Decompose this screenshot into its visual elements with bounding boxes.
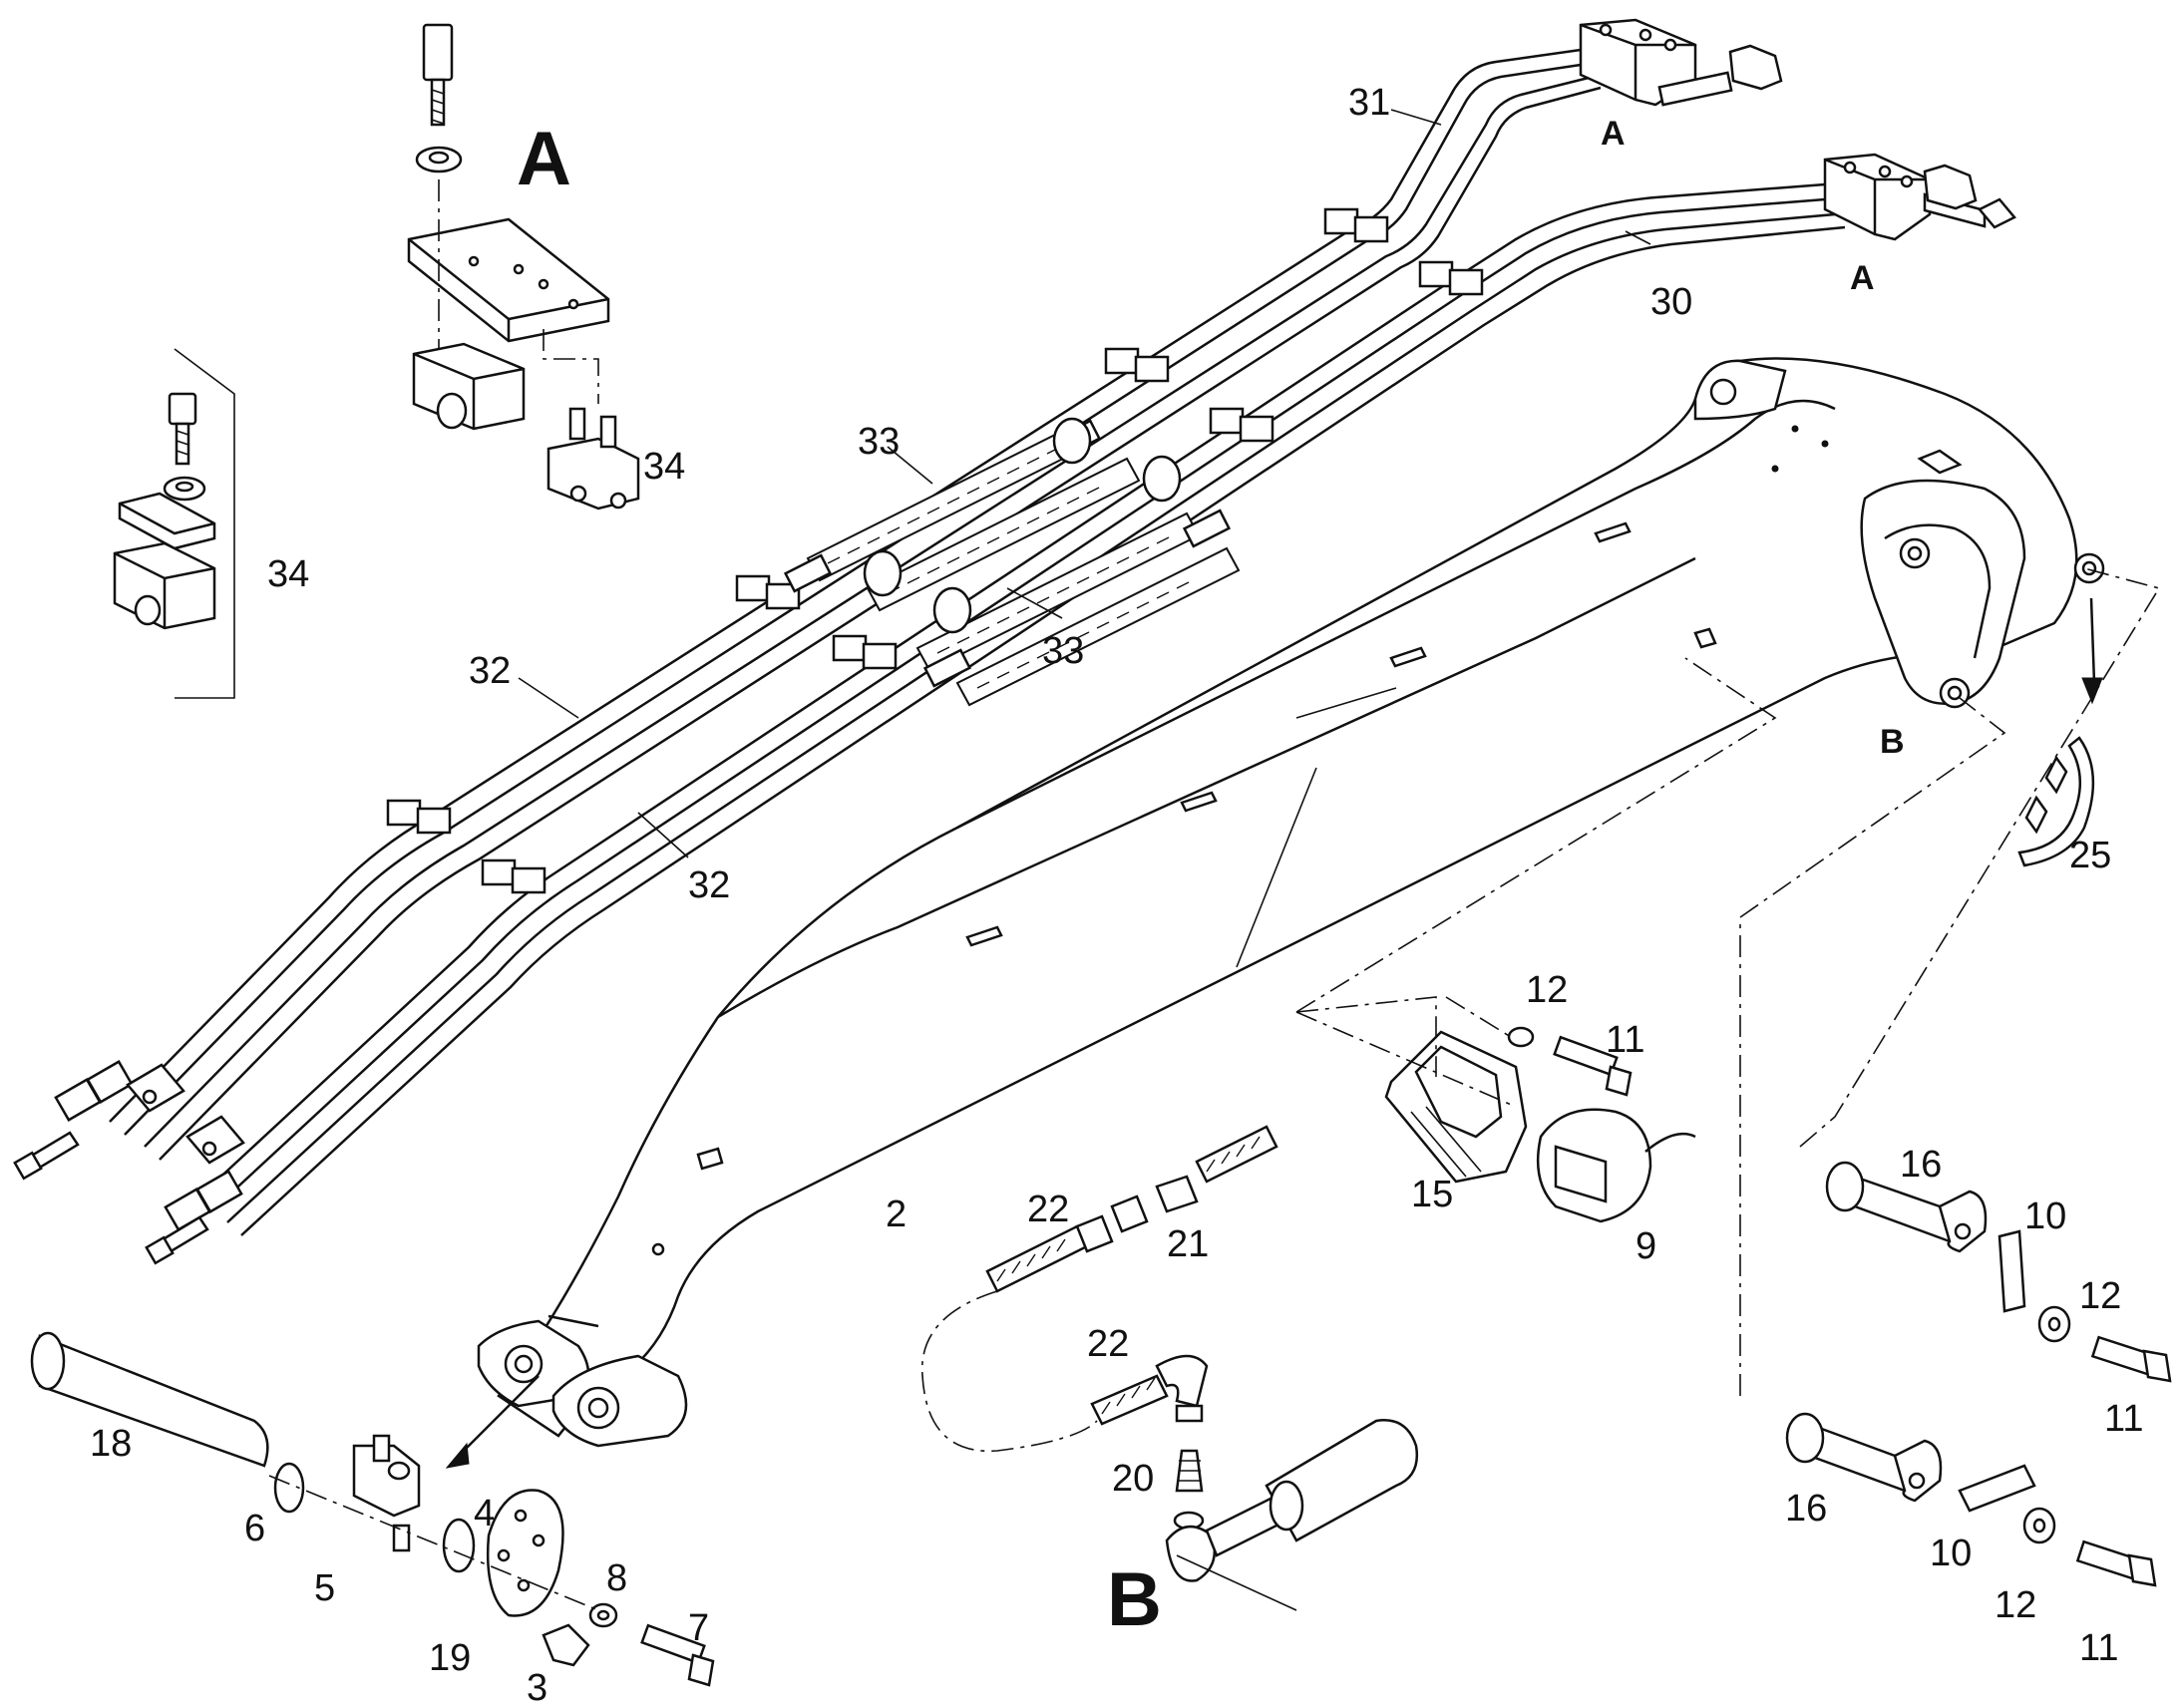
- boom-pin-upper: [1799, 567, 2172, 1383]
- callout-18: 18: [90, 1423, 132, 1465]
- callout-12-b: 12: [2079, 1275, 2121, 1317]
- detail-a-clamp-assembly: [407, 23, 640, 511]
- boom-head: [1693, 359, 2105, 709]
- detail-34-clamp-assembly: [113, 348, 235, 699]
- callout-31: 31: [1348, 82, 1390, 124]
- hose-upper: [783, 417, 1141, 612]
- sensor-bracket-assembly: [1295, 657, 1777, 1223]
- callout-11-b: 11: [2104, 1398, 2143, 1440]
- pipe-end-fittings: [13, 1060, 245, 1265]
- callout-30: 30: [1650, 281, 1692, 323]
- callout-16-b: 16: [1785, 1488, 1827, 1530]
- callout-25: 25: [2069, 835, 2111, 876]
- callout-labels: A A A B B 31 30 34 34 33 33 32 32 25 12 …: [90, 82, 2143, 1708]
- callout-11-a: 11: [1606, 1019, 1644, 1061]
- callout-10-b: 10: [1930, 1533, 1972, 1574]
- callout-9: 9: [1635, 1225, 1656, 1267]
- callout-16-a: 16: [1900, 1144, 1942, 1186]
- callout-34-left: 34: [267, 553, 309, 595]
- boom-pin-lower: [1739, 697, 2157, 1587]
- callout-8: 8: [606, 1557, 627, 1599]
- view-label-a-pipe-30: A: [1850, 259, 1875, 297]
- view-label-b-boom: B: [1880, 723, 1905, 761]
- view-label-b-main: B: [1107, 1557, 1162, 1642]
- boom-arm: [477, 357, 2105, 1448]
- callout-12-c: 12: [1995, 1584, 2036, 1626]
- callout-19: 19: [429, 1637, 471, 1679]
- view-label-a-main: A: [517, 117, 571, 201]
- callout-33-top: 33: [858, 421, 900, 463]
- pipe-30-end-block: [1823, 153, 2016, 241]
- callout-7: 7: [688, 1607, 709, 1649]
- callout-21: 21: [1167, 1223, 1209, 1265]
- callout-4: 4: [474, 1493, 495, 1535]
- hydraulic-pipe-bundle: [13, 18, 2016, 1265]
- shim-plate: [2017, 597, 2103, 867]
- callout-33-mid: 33: [1042, 630, 1084, 672]
- callout-34-top: 34: [643, 446, 685, 488]
- pipe-clamps: [386, 207, 1484, 894]
- callout-leaders: [518, 109, 1651, 858]
- foot-pin-assembly: [30, 1331, 715, 1687]
- callout-20: 20: [1112, 1458, 1154, 1500]
- callout-32-top: 32: [469, 650, 511, 692]
- callout-12-a: 12: [1526, 969, 1568, 1011]
- hose-lower: [915, 455, 1241, 707]
- callout-22-b: 22: [1087, 1323, 1129, 1365]
- view-label-a-pipe-31: A: [1601, 115, 1626, 153]
- detail-b-fittings: [920, 1125, 1419, 1611]
- pipe-31-end-block: [1579, 18, 1783, 107]
- boom-lube-plates: [965, 521, 1632, 947]
- callout-15: 15: [1411, 1174, 1453, 1215]
- callout-5: 5: [314, 1567, 335, 1609]
- callout-22-a: 22: [1027, 1189, 1069, 1230]
- callout-2: 2: [886, 1194, 907, 1235]
- callout-6: 6: [244, 1508, 265, 1549]
- boom-foot: [477, 1147, 724, 1448]
- callout-11-c: 11: [2079, 1627, 2118, 1669]
- callout-32-bottom: 32: [688, 864, 730, 906]
- callout-3: 3: [527, 1667, 547, 1708]
- callout-10-a: 10: [2024, 1196, 2066, 1237]
- hose-assemblies: [783, 417, 1241, 707]
